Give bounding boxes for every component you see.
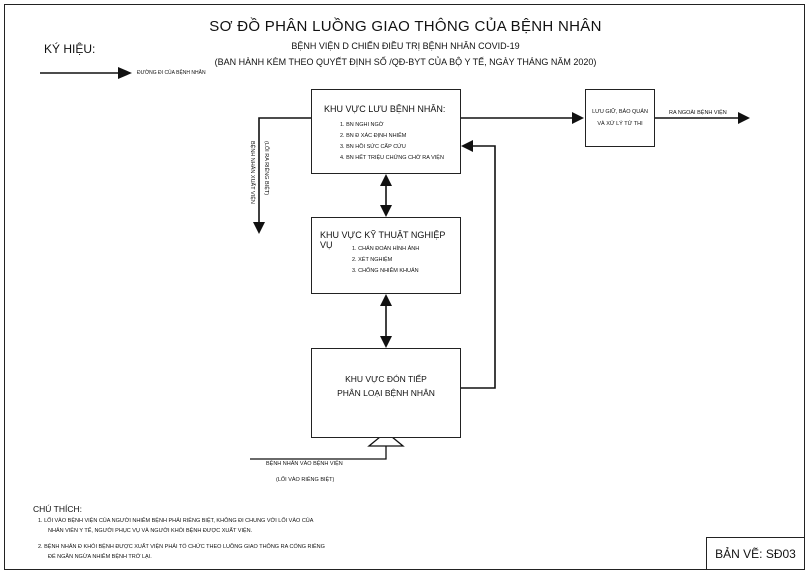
notes-title: CHÚ THÍCH: [33,504,82,514]
technical-item: 1. CHẨN ĐOÁN HÌNH ẢNH [352,246,420,252]
technical-area-title: KHU VỰC KỸ THUẬT NGHIỆP VỤ [320,230,446,250]
hospital-subtitle: BỆNH VIỆN D CHIẾN ĐIỀU TRỊ BỆNH NHÂN COV… [291,41,520,51]
technical-item: 3. CHỐNG NHIỄM KHUẨN [352,268,419,274]
legend-arrow [40,67,132,79]
entry-gate-label: (LỐI VÀO RIÊNG BIỆT) [276,477,335,483]
technical-item: 2. XÉT NGHIỆM [352,257,393,263]
diagram-title: SƠ ĐỒ PHÂN LUỒNG GIAO THÔNG CỦA BỆNH NHÂ… [209,18,602,35]
reception-area-subtitle: PHÂN LOẠI BỆNH NHÂN [337,388,435,398]
note-2: 2. BỆNH NHÂN Đ KHỎI BỆNH ĐƯỢC XUẤT VIỆN … [38,544,325,550]
body-storage-line1: LƯU GIỮ, BẢO QUẢN [592,109,648,115]
arrow-technical-reception [380,294,392,348]
arrow-discharge [253,117,311,234]
note-1-cont: NHÂN VIÊN Y TẾ, NGƯỜI PHỤC VỤ VÀ NGƯỜI K… [48,528,253,534]
discharge-exit-label: (LỐI RA RIÊNG BIỆT) [263,141,269,196]
arrow-isolation-technical [380,174,392,217]
drawing-number: BẢN VẼ: SĐ03 [706,537,805,570]
arrow-isolation-to-storage [461,112,584,124]
note-1: 1. LỐI VÀO BỆNH VIỆN CỦA NGƯỜI NHIỄM BỆN… [38,518,314,524]
isolation-item: 2. BN Đ XÁC ĐỊNH NHIỄM [340,133,407,139]
isolation-item: 4. BN HẾT TRIỆU CHỨNG CHỜ RA VIỆN [340,155,444,161]
legend-title: KÝ HIỆU: [44,42,96,56]
arrow-reception-to-isolation [461,140,496,389]
exit-hospital-label: RA NGOÀI BỆNH VIỆN [669,110,727,116]
reception-area-box: KHU VỰC ĐÓN TIẾP PHÂN LOẠI BỆNH NHÂN [311,348,461,438]
isolation-area-box: KHU VỰC LƯU BỆNH NHÂN: 1. BN NGHI NGỜ 2.… [311,89,461,174]
note-2-cont: ĐỂ NGĂN NGỪA NHIỄM BỆNH TRỞ LẠI. [48,554,152,560]
isolation-item: 1. BN NGHI NGỜ [340,122,384,128]
isolation-item: 3. BN HỒI SỨC CẤP CỨU [340,144,406,150]
decision-subtitle: (BAN HÀNH KÈM THEO QUYẾT ĐỊNH SỐ /QĐ-BYT… [214,57,597,67]
body-storage-line2: VÀ XỬ LÝ TỬ THI [597,121,643,127]
reception-area-title: KHU VỰC ĐÓN TIẾP [345,374,427,384]
arrow-entry [250,431,405,460]
arrow-storage-to-exit [655,112,750,124]
legend-arrow-label: ĐƯỜNG ĐI CỦA BỆNH NHÂN [137,70,206,76]
drawing-frame [4,4,805,570]
discharge-label: BỆNH NHÂN XUẤT VIỆN [249,141,255,204]
isolation-area-title: KHU VỰC LƯU BỆNH NHÂN: [324,104,446,114]
entry-label: BỆNH NHÂN VÀO BỆNH VIỆN [266,461,343,467]
body-storage-box: LƯU GIỮ, BẢO QUẢN VÀ XỬ LÝ TỬ THI [585,89,655,147]
technical-area-box: KHU VỰC KỸ THUẬT NGHIỆP VỤ 1. CHẨN ĐOÁN … [311,217,461,294]
